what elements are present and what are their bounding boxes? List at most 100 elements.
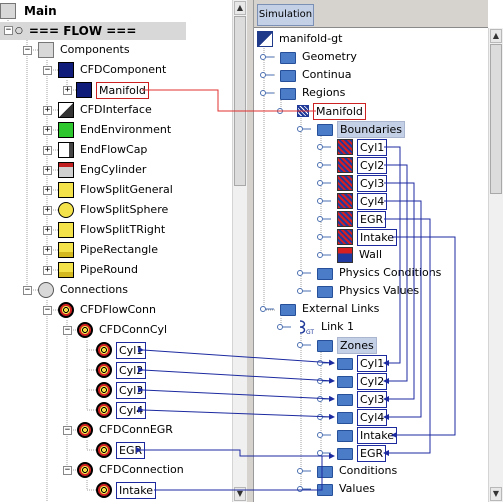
- tree-components[interactable]: Components: [38, 41, 132, 59]
- boundary-icon: [337, 229, 353, 245]
- right-scrollbar[interactable]: ▲ ▼: [488, 28, 503, 502]
- tree-values[interactable]: Values: [297, 480, 377, 498]
- expand-toggle[interactable]: +: [43, 145, 52, 155]
- cfdinterface-label: CFDInterface: [80, 103, 152, 116]
- collapse-toggle[interactable]: −: [4, 25, 13, 35]
- pipe-rectangle-icon: [58, 242, 74, 258]
- expand-toggle[interactable]: +: [43, 265, 52, 275]
- expand-toggle[interactable]: +: [43, 185, 52, 195]
- tree-zone-cyl3[interactable]: Cyl3: [317, 390, 388, 408]
- tree-zones[interactable]: Zones: [297, 336, 377, 354]
- tree-physics-values[interactable]: Physics Values: [297, 282, 421, 300]
- tree-cfdconnection[interactable]: CFDConnection: [77, 461, 186, 479]
- tree-connections[interactable]: Connections: [38, 281, 130, 299]
- tree-physics-conditions[interactable]: Physics Conditions: [297, 264, 443, 282]
- tree-region-manifold[interactable]: Manifold: [277, 102, 366, 120]
- cfd-component-icon: [76, 82, 92, 98]
- tree-piperound[interactable]: PipeRound: [58, 261, 140, 279]
- tree-boundary-cyl4[interactable]: Cyl4: [317, 192, 388, 210]
- scroll-thumb[interactable]: [490, 44, 502, 194]
- tree-flowsplitgeneral[interactable]: FlowSplitGeneral: [58, 181, 175, 199]
- tree-endflowcap[interactable]: EndFlowCap: [58, 141, 149, 159]
- tab-bar: Simulation: [254, 0, 488, 28]
- node-dot-icon: ○: [15, 26, 23, 36]
- tree-boundary-wall[interactable]: Wall: [317, 246, 384, 264]
- simulation-root-icon: [257, 31, 273, 47]
- tree-boundary-intake[interactable]: Intake: [317, 228, 398, 246]
- tree-intake[interactable]: Intake: [96, 481, 157, 499]
- expand-toggle[interactable]: +: [43, 245, 52, 255]
- cfdconnegr-label: CFDConnEGR: [99, 423, 173, 436]
- tree-piperectangle[interactable]: PipeRectangle: [58, 241, 160, 259]
- conditions-label: Conditions: [339, 464, 398, 477]
- tree-conditions[interactable]: Conditions: [297, 462, 399, 480]
- tree-boundaries[interactable]: Boundaries: [297, 120, 406, 138]
- expand-toggle[interactable]: +: [43, 225, 52, 235]
- left-scrollbar[interactable]: ▲ ▼: [232, 0, 247, 502]
- collapse-toggle[interactable]: −: [23, 45, 32, 55]
- expand-toggle[interactable]: +: [63, 85, 72, 95]
- tree-link1[interactable]: GT Link 1: [277, 318, 356, 336]
- tree-flowsplittright[interactable]: FlowSplitTRight: [58, 221, 167, 239]
- interface-icon: [58, 102, 74, 118]
- link1-label: Link 1: [321, 320, 355, 333]
- scroll-up-button[interactable]: ▲: [234, 1, 246, 15]
- splitter[interactable]: [247, 0, 253, 502]
- tree-manifold[interactable]: Manifold: [76, 81, 149, 99]
- tree-engcylinder[interactable]: EngCylinder: [58, 161, 148, 179]
- tree-boundary-cyl1[interactable]: Cyl1: [317, 138, 388, 156]
- boundary-icon: [337, 175, 353, 191]
- egr-label: EGR: [116, 441, 146, 459]
- zone-cyl4-label: Cyl4: [357, 408, 388, 426]
- expand-toggle[interactable]: +: [43, 105, 52, 115]
- expand-toggle[interactable]: +: [43, 125, 52, 135]
- target-connection-icon: [77, 322, 93, 338]
- collapse-toggle[interactable]: −: [63, 425, 72, 435]
- tree-continua[interactable]: Continua: [260, 66, 353, 84]
- expand-toggle[interactable]: +: [43, 165, 52, 175]
- tree-external-links[interactable]: External Links: [260, 300, 381, 318]
- tree-cfdflowconn[interactable]: CFDFlowConn: [58, 301, 158, 319]
- tree-zone-cyl4[interactable]: Cyl4: [317, 408, 388, 426]
- tree-cyl3[interactable]: Cyl3: [96, 381, 147, 399]
- tree-boundary-cyl2[interactable]: Cyl2: [317, 156, 388, 174]
- endflowcap-label: EndFlowCap: [80, 143, 148, 156]
- collapse-toggle[interactable]: −: [43, 305, 52, 315]
- tab-simulation[interactable]: Simulation: [257, 4, 314, 26]
- scroll-up-button[interactable]: ▲: [490, 29, 502, 43]
- tree-cyl2[interactable]: Cyl2: [96, 361, 147, 379]
- collapse-toggle[interactable]: −: [63, 325, 72, 335]
- tree-regions[interactable]: Regions: [260, 84, 347, 102]
- flow-split-general-icon: [58, 182, 74, 198]
- tree-flow[interactable]: ○ === FLOW ===: [15, 22, 138, 40]
- tree-endenvironment[interactable]: EndEnvironment: [58, 121, 173, 139]
- tree-flowsplitsphere[interactable]: FlowSplitSphere: [58, 201, 170, 219]
- key-handle-icon: [317, 251, 335, 259]
- tree-root[interactable]: manifold-gt: [257, 30, 344, 48]
- tree-cfdinterface[interactable]: CFDInterface: [58, 101, 154, 119]
- flowsplitsphere-label: FlowSplitSphere: [80, 203, 169, 216]
- tree-zone-cyl2[interactable]: Cyl2: [317, 372, 388, 390]
- tree-cyl1[interactable]: Cyl1: [96, 341, 147, 359]
- tree-cfdconncyl[interactable]: CFDConnCyl: [77, 321, 169, 339]
- tree-boundary-cyl3[interactable]: Cyl3: [317, 174, 388, 192]
- cyl1-label: Cyl1: [116, 341, 147, 359]
- tree-boundary-egr[interactable]: EGR: [317, 210, 387, 228]
- tree-cfdconnegr[interactable]: CFDConnEGR: [77, 421, 175, 439]
- tree-egr[interactable]: EGR: [96, 441, 146, 459]
- tree-cyl4[interactable]: Cyl4: [96, 401, 147, 419]
- collapse-toggle[interactable]: −: [43, 65, 52, 75]
- tree-zone-intake[interactable]: Intake: [317, 426, 398, 444]
- flow-label: === FLOW ===: [28, 24, 137, 38]
- scroll-thumb[interactable]: [234, 16, 246, 186]
- scroll-down-button[interactable]: ▼: [490, 487, 502, 501]
- scroll-down-button[interactable]: ▼: [234, 487, 246, 501]
- tree-zone-cyl1[interactable]: Cyl1: [317, 354, 388, 372]
- tree-zone-egr[interactable]: EGR: [317, 444, 387, 462]
- tree-cfdcomponent[interactable]: CFDComponent: [58, 61, 168, 79]
- expand-toggle[interactable]: +: [43, 205, 52, 215]
- collapse-toggle[interactable]: −: [63, 465, 72, 475]
- collapse-toggle[interactable]: −: [23, 285, 32, 295]
- tree-main[interactable]: Main: [0, 2, 59, 20]
- tree-geometry[interactable]: Geometry: [260, 48, 359, 66]
